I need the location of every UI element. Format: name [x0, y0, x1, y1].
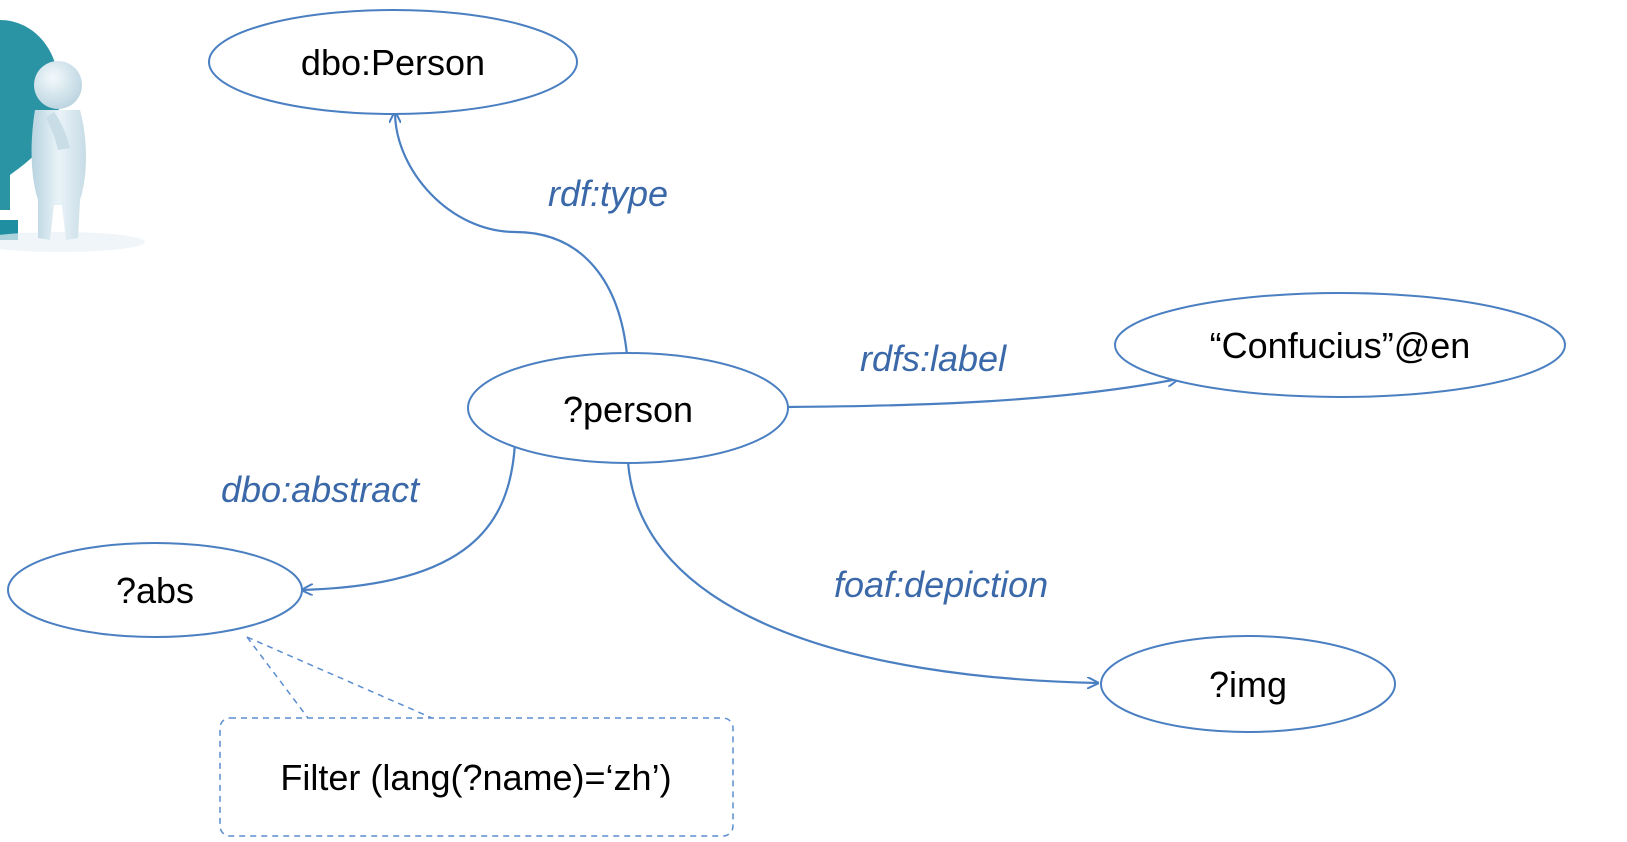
- node-confucius: “Confucius”@en: [1114, 292, 1566, 398]
- node-confucius-label: “Confucius”@en: [1210, 325, 1471, 366]
- filter-text: Filter (lang(?name)=‘zh’): [280, 757, 671, 798]
- node-img-label: ?img: [1209, 664, 1287, 705]
- node-person-label: ?person: [563, 389, 693, 430]
- filter-callout-connector: [246, 636, 433, 719]
- edge-dbo-abstract: [302, 442, 517, 590]
- edge-foaf-depiction: [626, 461, 1098, 683]
- edge-rdf-type: [395, 112, 629, 356]
- edge-rdfs-label: [787, 379, 1178, 409]
- filter-callout-box: [219, 717, 734, 837]
- node-person: ?person: [467, 352, 789, 464]
- thinking-person-question-mark-icon: [0, 20, 145, 252]
- node-dbo-person: dbo:Person: [208, 9, 578, 115]
- node-img: ?img: [1100, 635, 1396, 733]
- edge-label-dbo-abstract: dbo:abstract: [221, 469, 421, 510]
- node-dbo-person-label: dbo:Person: [301, 42, 485, 83]
- edge-label-foaf-depiction: foaf:depiction: [834, 564, 1048, 605]
- node-abs: ?abs: [7, 542, 303, 638]
- node-abs-label: ?abs: [116, 570, 194, 611]
- edge-label-rdfs-label: rdfs:label: [860, 338, 1007, 379]
- edge-label-rdf-type: rdf:type: [548, 173, 668, 214]
